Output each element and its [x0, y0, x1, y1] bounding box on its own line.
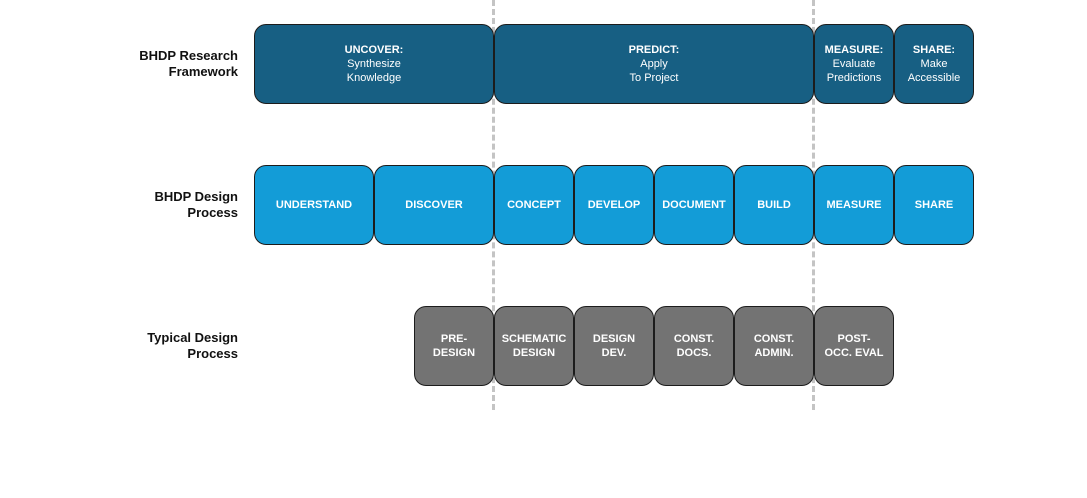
design-box-understand: UNDERSTAND — [254, 165, 374, 245]
research-box-measure: MEASURE: Evaluate Predictions — [814, 24, 894, 104]
research-box-sub: Predictions — [826, 72, 882, 84]
typical-box-line1: DESIGN — [592, 333, 636, 345]
typical-box-line2: DESIGN — [432, 347, 476, 359]
design-box-label: MEASURE — [826, 199, 882, 211]
design-box-label: DOCUMENT — [662, 199, 726, 211]
design-box-build: BUILD — [734, 165, 814, 245]
research-box-sub: Accessible — [907, 72, 961, 84]
typical-box-line2: ADMIN. — [754, 347, 794, 359]
design-box-develop: DEVELOP — [574, 165, 654, 245]
design-box-measure: MEASURE — [814, 165, 894, 245]
design-box-label: BUILD — [757, 199, 791, 211]
typical-row-label-line2: Process — [187, 346, 238, 361]
design-box-discover: DISCOVER — [374, 165, 494, 245]
typical-box-line1: CONST. — [673, 333, 715, 345]
typical-box-line2: DESIGN — [512, 347, 556, 359]
research-box-uncover: UNCOVER: Synthesize Knowledge — [254, 24, 494, 104]
research-box-sub: Apply — [640, 58, 668, 70]
typical-box-line2: DOCS. — [676, 347, 712, 359]
research-box-sub: Synthesize — [347, 58, 401, 70]
research-row-label-line2: Framework — [168, 64, 238, 79]
design-box-concept: CONCEPT — [494, 165, 574, 245]
typical-row-label: Typical Design Process — [38, 330, 238, 362]
design-box-document: DOCUMENT — [654, 165, 734, 245]
typical-box-line2: DEV. — [601, 347, 627, 359]
design-box-label: SHARE — [914, 199, 954, 211]
research-box-predict: PREDICT: Apply To Project — [494, 24, 814, 104]
typical-box-pre-design: PRE- DESIGN — [414, 306, 494, 386]
design-box-share: SHARE — [894, 165, 974, 245]
design-row-label-line1: BHDP Design — [154, 189, 238, 204]
typical-box-design-dev: DESIGN DEV. — [574, 306, 654, 386]
typical-box-line1: POST- — [837, 333, 871, 345]
design-row-label-line2: Process — [187, 205, 238, 220]
typical-box-line1: PRE- — [440, 333, 468, 345]
typical-box-const-docs: CONST. DOCS. — [654, 306, 734, 386]
research-box-sub: Knowledge — [346, 72, 402, 84]
design-box-label: UNDERSTAND — [275, 199, 353, 211]
typical-row-label-line1: Typical Design — [147, 330, 238, 345]
research-row-label-line1: BHDP Research — [139, 48, 238, 63]
typical-box-const-admin: CONST. ADMIN. — [734, 306, 814, 386]
research-box-title: MEASURE: — [824, 44, 884, 56]
research-row-label: BHDP Research Framework — [38, 48, 238, 80]
design-box-label: DEVELOP — [587, 199, 641, 211]
research-box-sub: Evaluate — [832, 58, 876, 70]
typical-box-post-occ-eval: POST- OCC. EVAL — [814, 306, 894, 386]
research-box-share: SHARE: Make Accessible — [894, 24, 974, 104]
research-box-sub: To Project — [629, 72, 679, 84]
research-box-title: PREDICT: — [628, 44, 680, 56]
research-box-title: SHARE: — [912, 44, 956, 56]
design-box-label: DISCOVER — [405, 199, 463, 211]
typical-box-schematic-design: SCHEMATIC DESIGN — [494, 306, 574, 386]
research-box-sub: Make — [920, 58, 948, 70]
typical-box-line1: SCHEMATIC — [501, 333, 567, 345]
research-box-title: UNCOVER: — [344, 44, 404, 56]
typical-box-line2: OCC. EVAL — [824, 347, 884, 359]
design-box-label: CONCEPT — [507, 199, 561, 211]
design-row-label: BHDP Design Process — [38, 189, 238, 221]
typical-box-line1: CONST. — [753, 333, 795, 345]
